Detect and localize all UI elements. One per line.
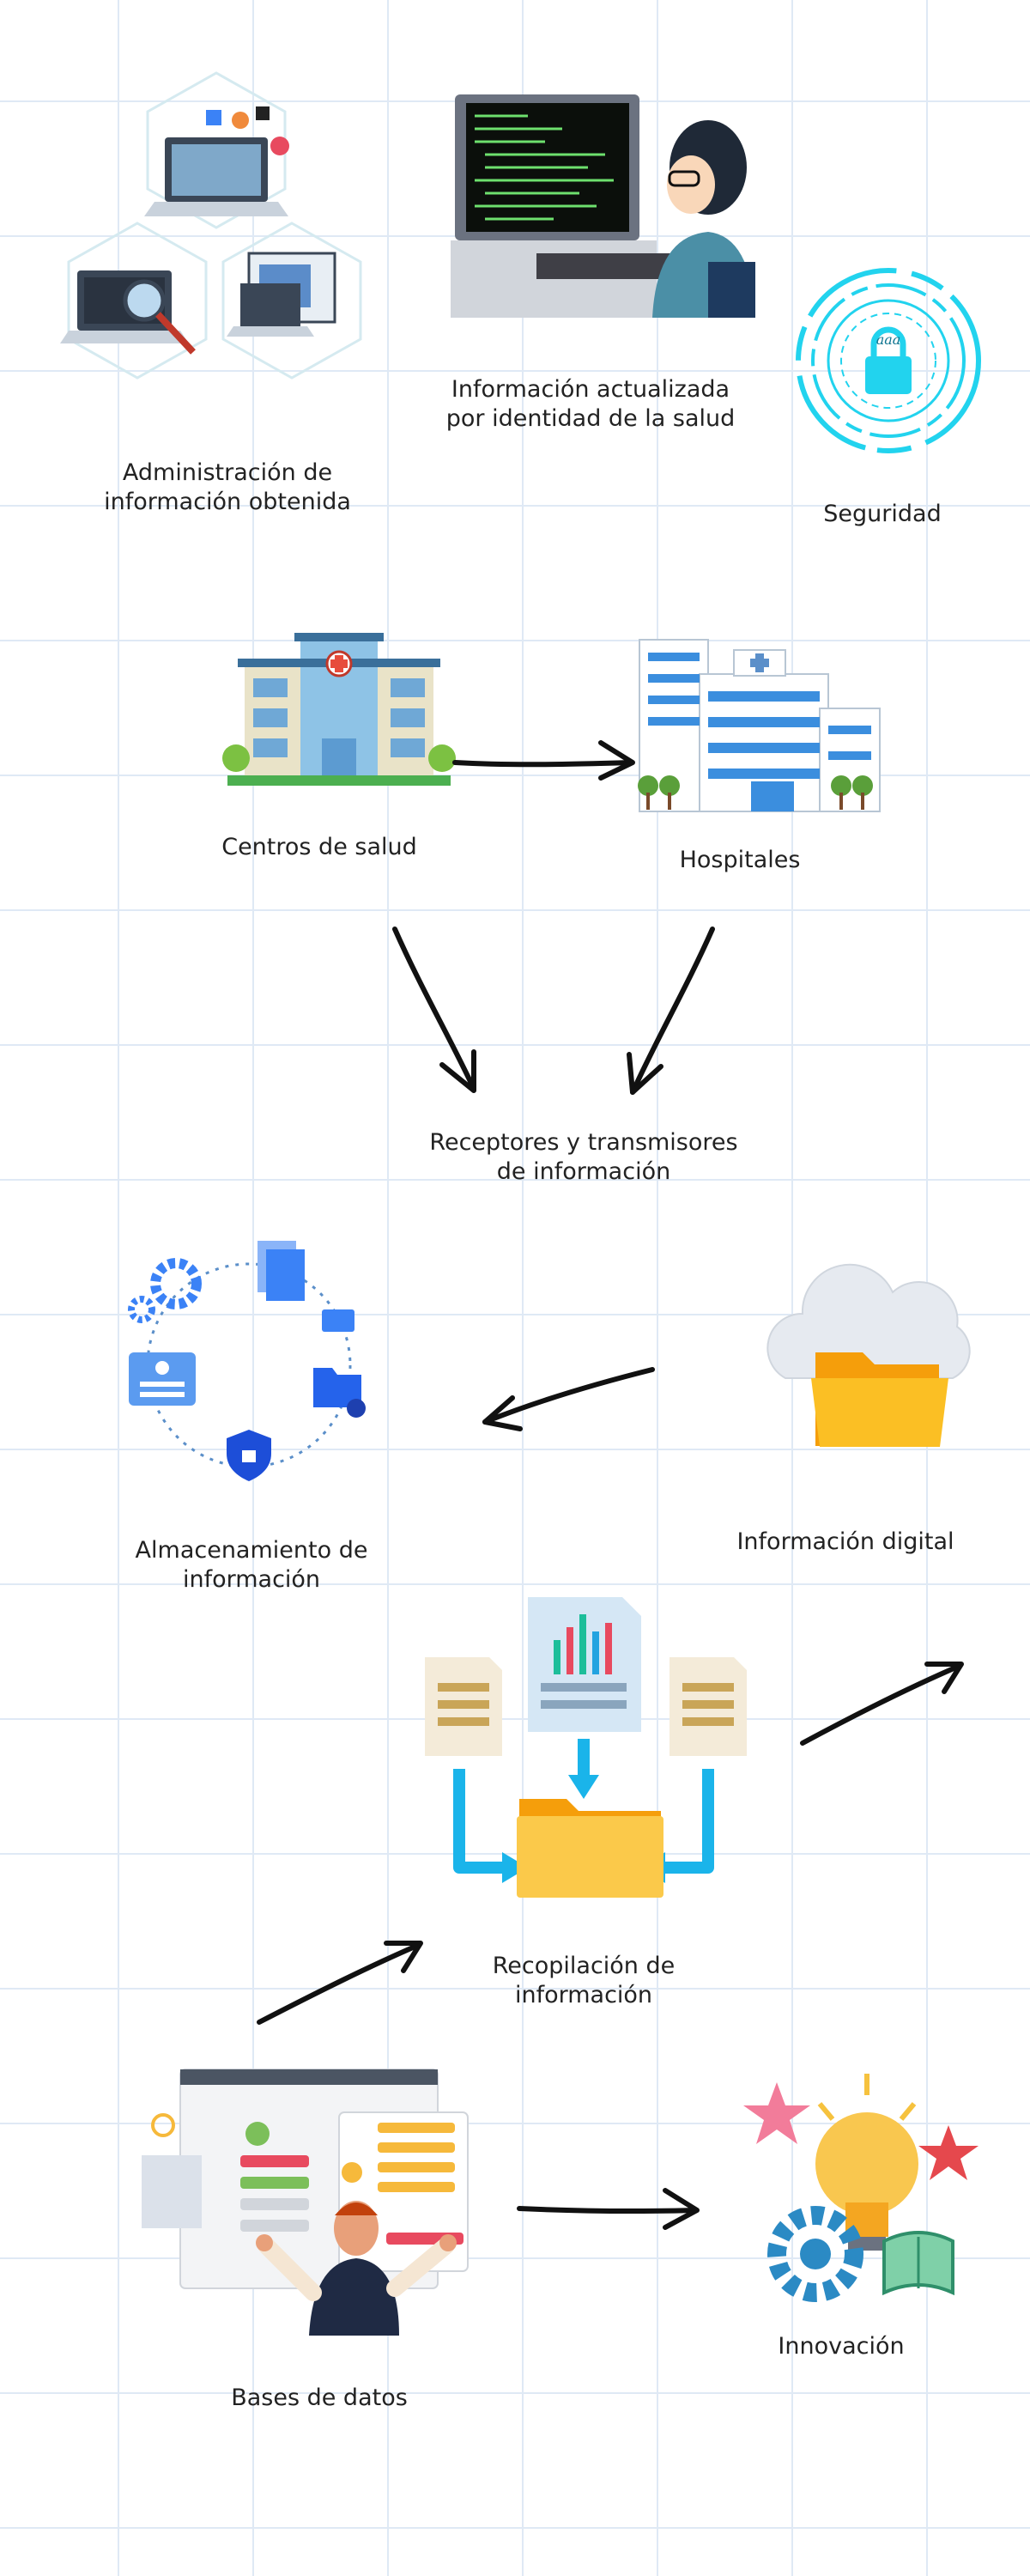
label-almacenamiento: Almacenamiento de información — [135, 1537, 368, 1593]
data-storage-icon — [124, 1224, 382, 1498]
health-center-icon — [219, 631, 459, 790]
arrow-bases-to-recopilacion — [257, 1941, 423, 2025]
database-dashboard-icon — [120, 2061, 524, 2353]
arrow-centros-to-hospitales — [452, 740, 635, 781]
arrow-centros-to-receptores — [392, 927, 476, 1093]
label-seguridad: Seguridad — [823, 501, 942, 527]
arrow-bases-to-innovacion — [517, 2188, 700, 2230]
label-recopilacion: Recopilación de información — [492, 1953, 676, 2008]
lock-caption: ааа — [876, 331, 901, 348]
innovation-bulb-icon — [738, 2069, 987, 2318]
label-hospitales: Hospitales — [679, 847, 801, 873]
label-informacion-digital: Información digital — [736, 1528, 954, 1555]
cloud-folder-icon — [751, 1249, 991, 1455]
label-informacion-actualizada: Información actualizada por identidad de… — [445, 376, 736, 432]
folder-collection-icon — [421, 1593, 764, 1902]
laptops-hexagon-icon — [34, 69, 378, 412]
arrow-recopilacion-to-digital — [800, 1662, 964, 1746]
label-innovacion: Innovación — [778, 2333, 905, 2360]
label-administracion: Administración de información obtenida — [104, 459, 351, 515]
arrow-hospitales-to-receptores — [627, 927, 715, 1095]
hospital-icon — [622, 631, 888, 820]
arrow-digital-to-almacenamiento — [482, 1367, 655, 1431]
programmer-icon — [451, 90, 760, 322]
security-lock-icon: ааа — [790, 262, 987, 459]
label-bases-datos: Bases de datos — [231, 2385, 408, 2411]
label-receptores: Receptores y transmisores de información — [429, 1129, 738, 1185]
label-centros-salud: Centros de salud — [221, 834, 417, 860]
